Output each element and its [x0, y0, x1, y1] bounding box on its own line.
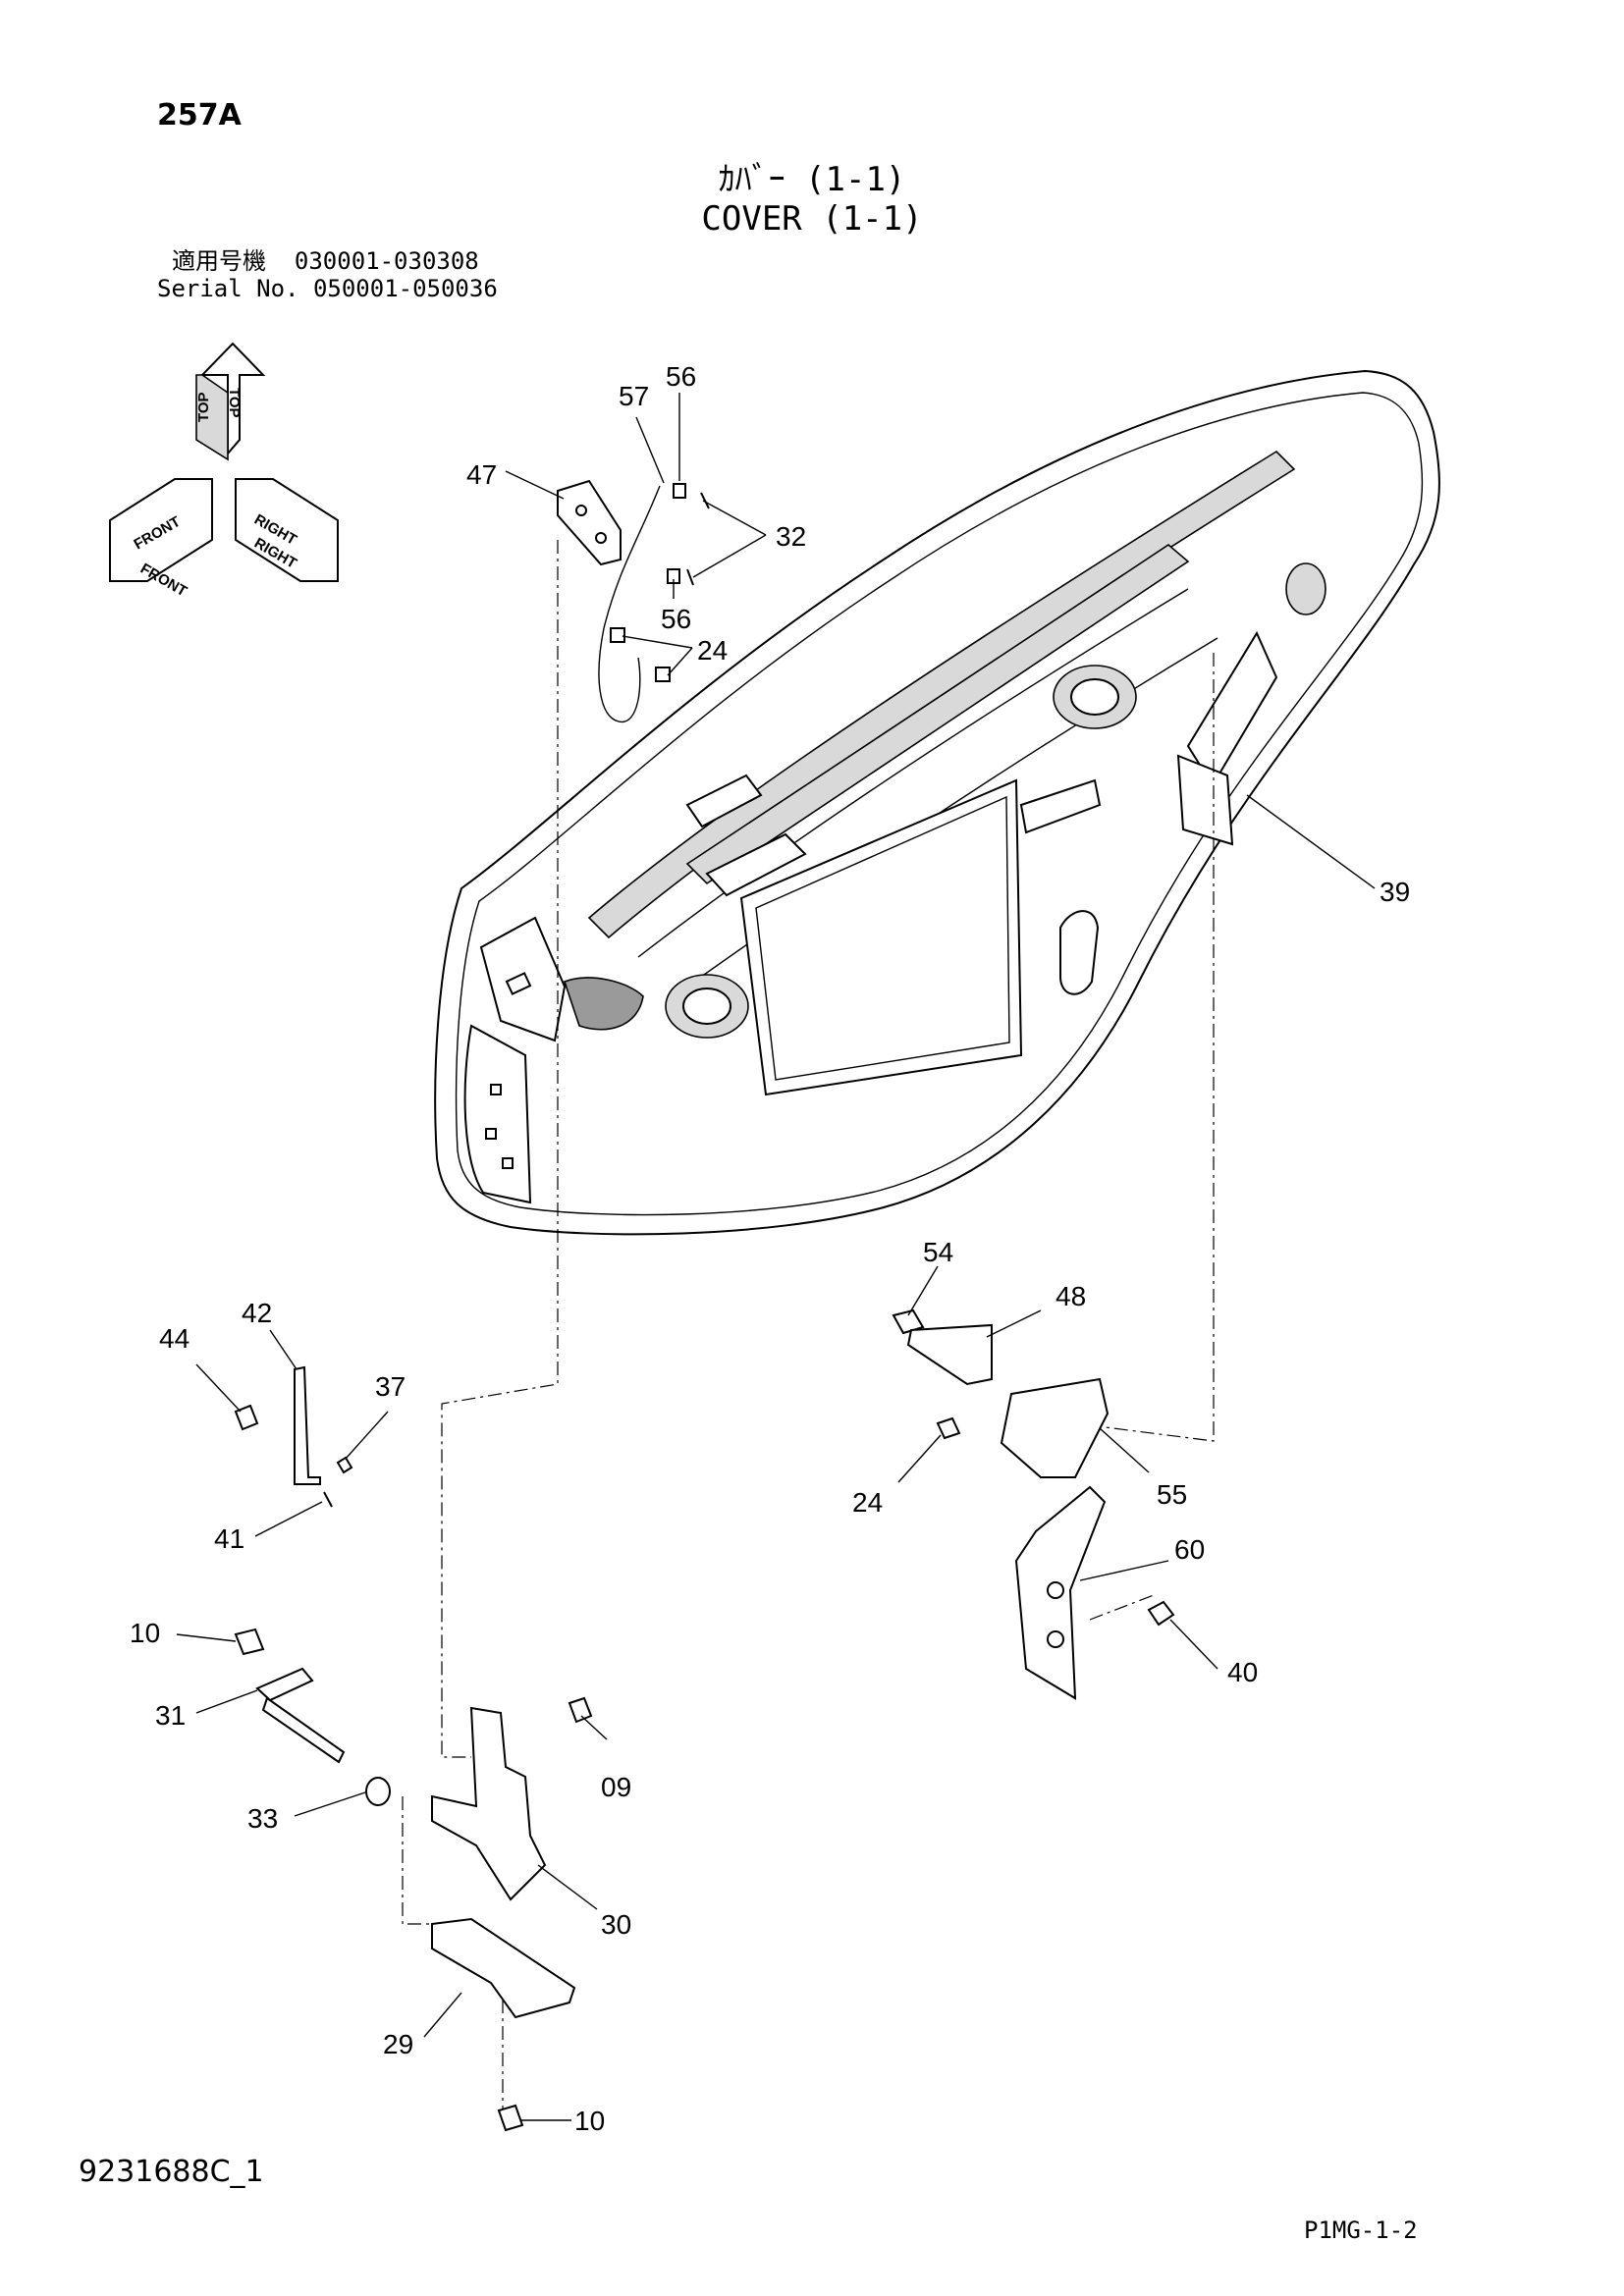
cover-body — [434, 369, 1440, 1236]
drawing-number: 9231688C_1 — [79, 2155, 264, 2189]
callout-54: 54 — [923, 1237, 953, 1267]
callout-42: 42 — [242, 1298, 272, 1328]
orientation-indicator: TOP TOP FRONT FRONT RIGHT RIGHT — [109, 342, 339, 600]
callout-40: 40 — [1227, 1657, 1258, 1687]
axis-top-label: TOP — [195, 392, 212, 422]
callout-56-top: 56 — [666, 361, 696, 392]
callout-24-top: 24 — [697, 635, 728, 666]
callout-44: 44 — [159, 1323, 189, 1354]
callout-55: 55 — [1157, 1479, 1187, 1510]
axis-top-label-2: TOP — [226, 388, 243, 418]
page-code: 257A — [157, 98, 242, 133]
left-components — [234, 1365, 593, 2132]
leader-lines — [176, 393, 1376, 2121]
serial-range-jp: 適用号機 030001-030308 — [172, 247, 479, 275]
callout-57: 57 — [619, 381, 649, 411]
callout-32: 32 — [776, 521, 806, 552]
right-bracket-assembly — [892, 1308, 1175, 1700]
callout-10-top: 10 — [130, 1618, 160, 1648]
callout-47: 47 — [466, 459, 497, 490]
callout-10-bottom: 10 — [574, 2106, 605, 2136]
callout-37: 37 — [375, 1371, 406, 1402]
cable-assembly — [557, 479, 710, 722]
page-number: P1MG-1-2 — [1304, 2216, 1418, 2244]
callout-09: 09 — [601, 1772, 631, 1802]
callout-41: 41 — [214, 1523, 244, 1554]
callout-60: 60 — [1174, 1534, 1205, 1565]
serial-range-en: Serial No. 050001-050036 — [157, 275, 498, 302]
title-japanese: ｶﾊﾞｰ (1-1) — [718, 160, 906, 199]
callout-29: 29 — [383, 2029, 413, 2059]
callout-39: 39 — [1380, 877, 1410, 907]
callout-31: 31 — [155, 1700, 186, 1731]
callout-33: 33 — [247, 1803, 278, 1834]
callout-48: 48 — [1056, 1281, 1086, 1311]
callout-30: 30 — [601, 1909, 631, 1940]
title-english: COVER (1-1) — [701, 199, 923, 239]
callout-24-right: 24 — [852, 1487, 883, 1518]
callout-labels: 57 56 47 32 56 24 39 54 48 24 55 60 40 4… — [130, 361, 1410, 2136]
callout-56-bottom: 56 — [661, 604, 691, 634]
